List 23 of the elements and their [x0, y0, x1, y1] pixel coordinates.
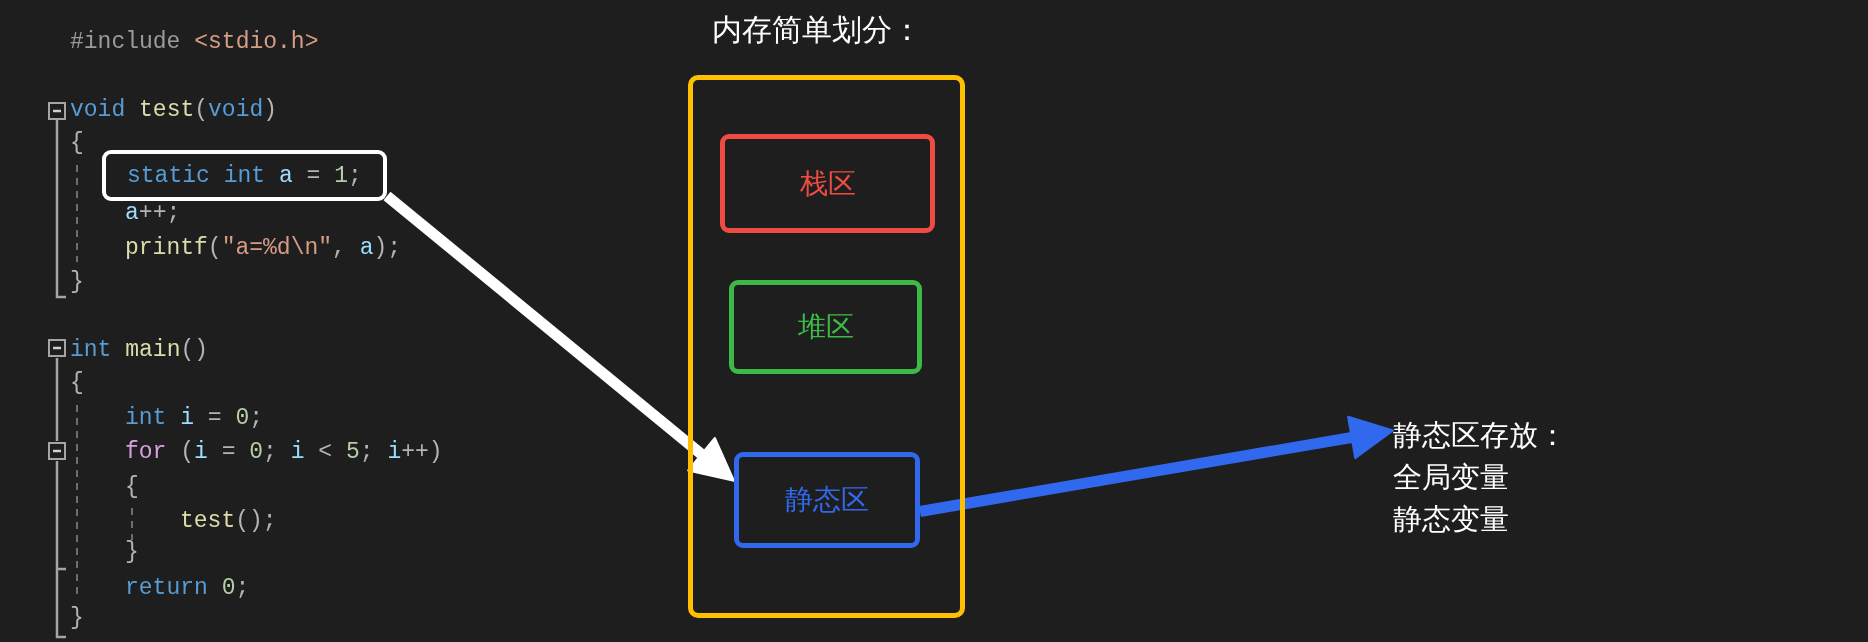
code-line: void test(void) — [70, 96, 278, 124]
arrow — [919, 415, 1395, 517]
code-highlight-box: static int a = 1; — [102, 150, 387, 201]
arrow — [383, 191, 735, 482]
code-line: { — [70, 129, 84, 157]
memory-region-box: 静态区 — [734, 452, 920, 548]
code-line: test(); — [180, 507, 277, 535]
code-line: int main() — [70, 336, 209, 364]
memory-region-box: 堆区 — [729, 280, 922, 374]
code-line: } — [70, 268, 84, 296]
code-line: #include <stdio.h> — [70, 28, 319, 56]
section-heading: 内存简单划分： — [712, 11, 922, 49]
code-line: return 0; — [125, 574, 250, 602]
code-line: { — [125, 473, 139, 501]
code-line: a++; — [125, 199, 181, 227]
code-line: printf("a=%d\n", a); — [125, 234, 402, 262]
memory-region-box: 栈区 — [720, 134, 935, 233]
code-line: { — [70, 369, 84, 397]
code-line: int i = 0; — [125, 404, 264, 432]
code-line: for (i = 0; i < 5; i++) — [125, 438, 443, 466]
code-line: } — [70, 604, 84, 632]
note-text: 静态区存放： 全局变量 静态变量 — [1393, 414, 1567, 540]
code-line: } — [125, 538, 139, 566]
